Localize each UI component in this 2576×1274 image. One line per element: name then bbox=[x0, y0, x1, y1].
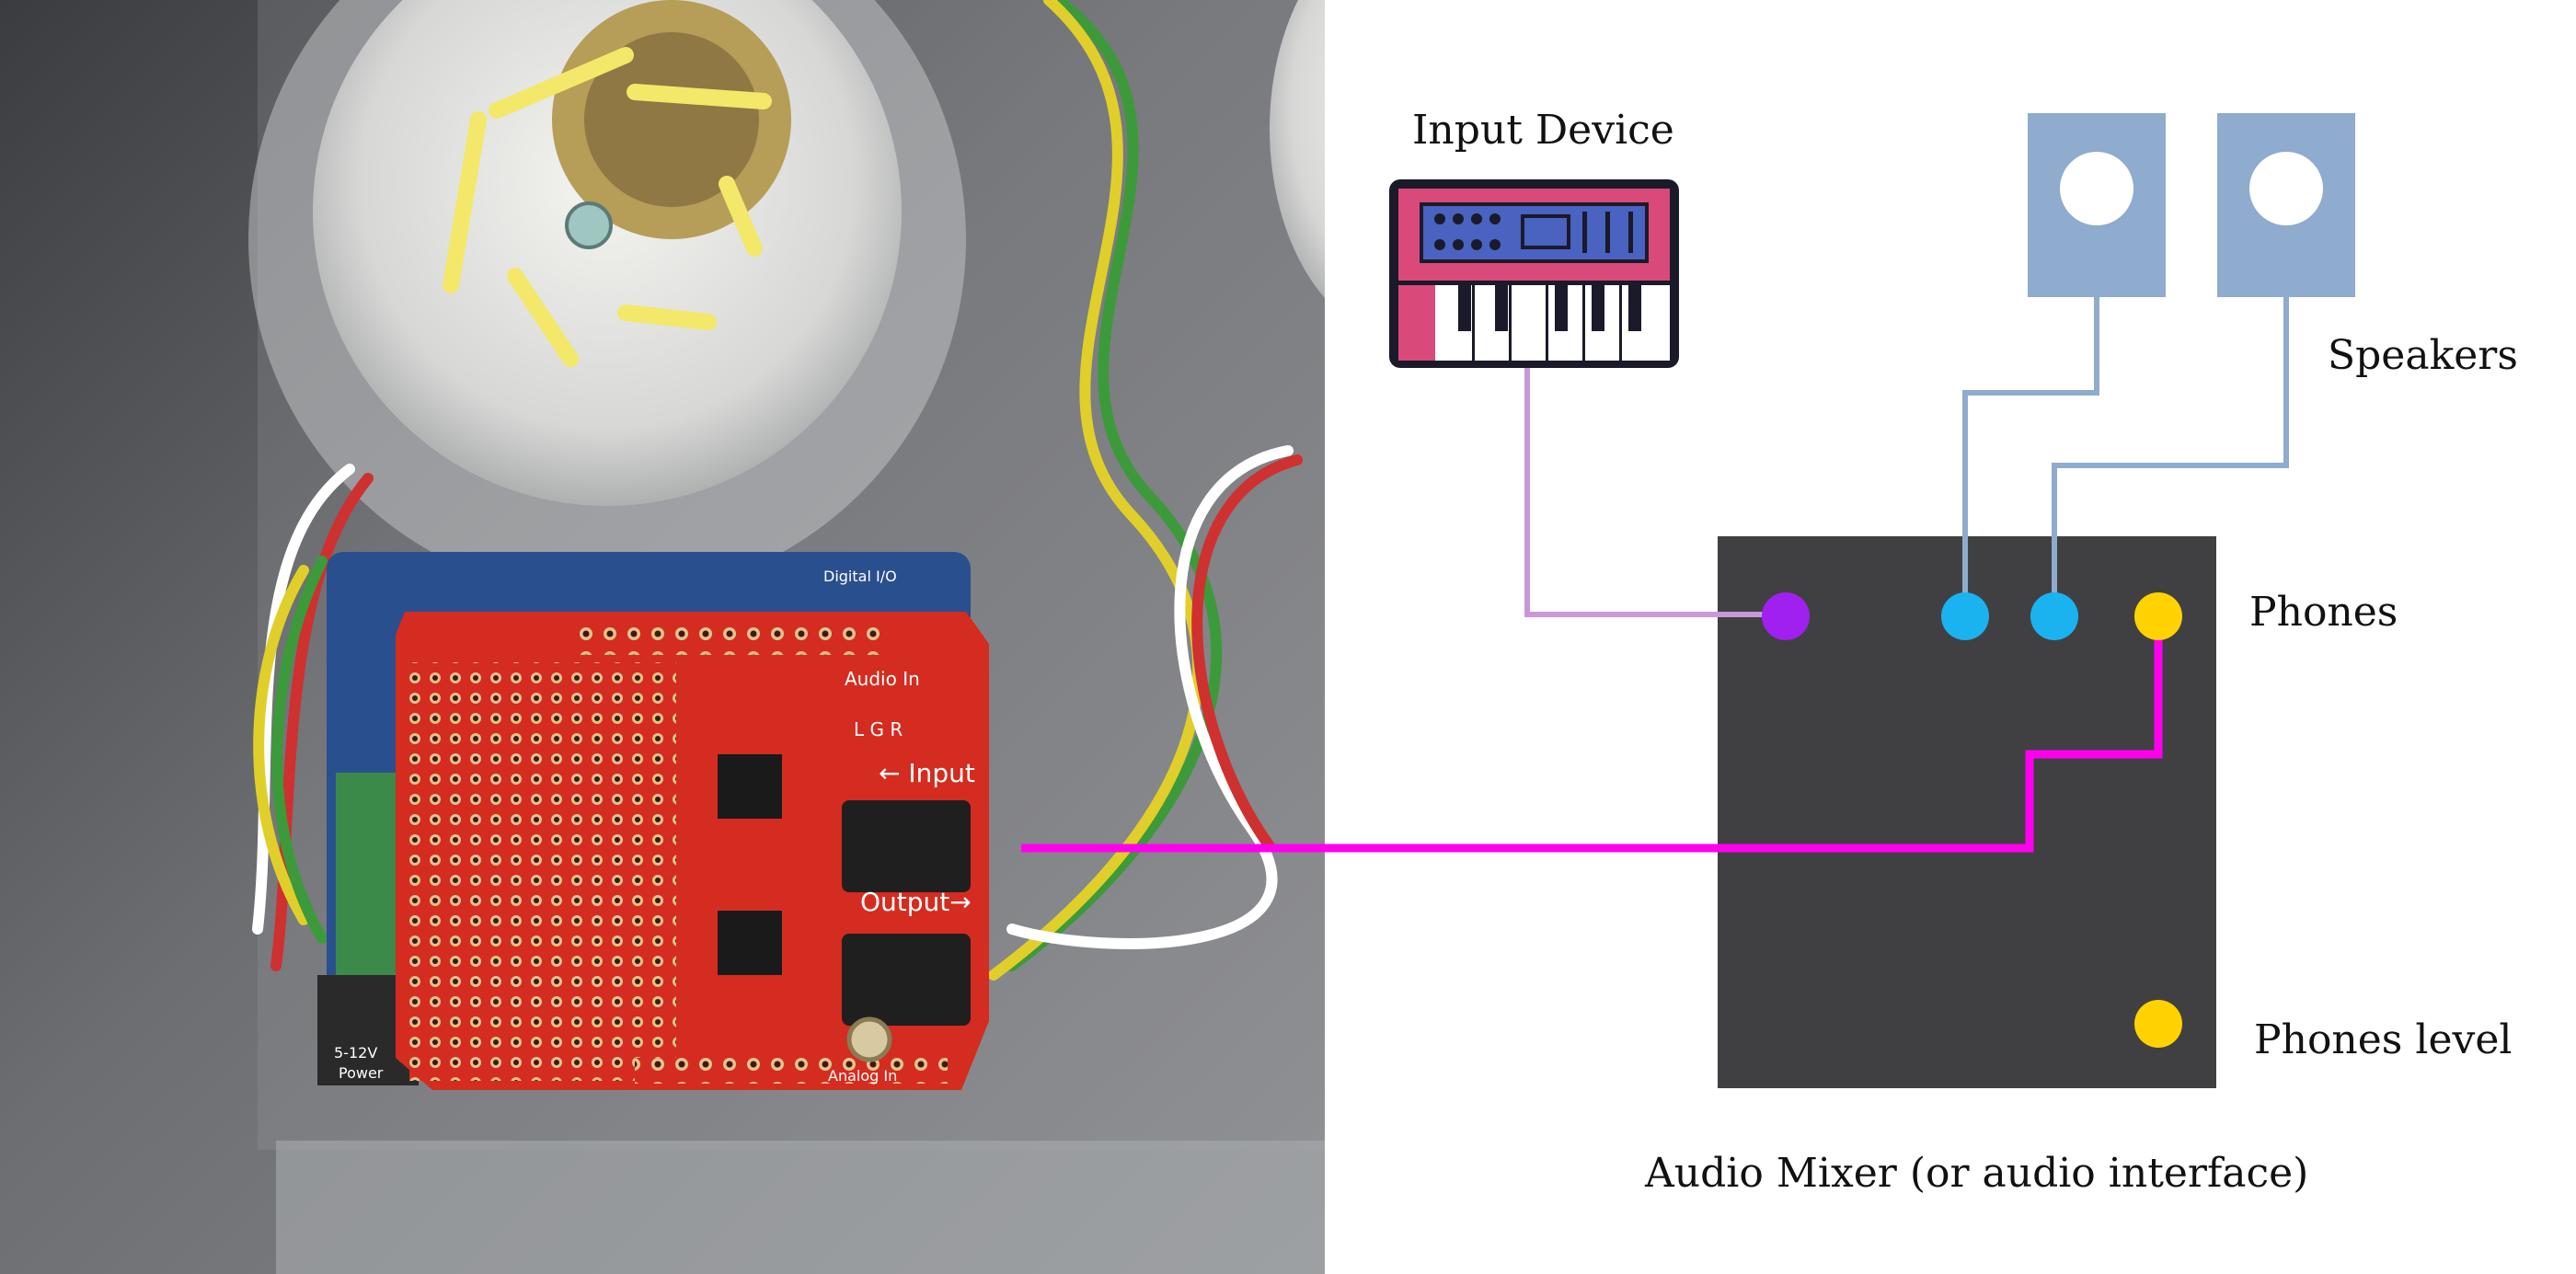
speaker-cable-right bbox=[2052, 297, 2289, 614]
arduino-audio-shield-photo: ← Input Output→ Audio In L G R 5-12V Pow… bbox=[0, 0, 1325, 1274]
mixer-caption: Audio Mixer (or audio interface) bbox=[1645, 1150, 2309, 1197]
audio-in-silkscreen: Audio In bbox=[845, 668, 920, 690]
phones-jack[interactable] bbox=[2134, 592, 2182, 640]
phones-level-knob[interactable] bbox=[2134, 1000, 2182, 1048]
input-device-label: Input Device bbox=[1412, 107, 1674, 154]
input-device-cable bbox=[1524, 368, 1774, 617]
channels-silkscreen: L G R bbox=[854, 718, 903, 740]
output-silkscreen: Output→ bbox=[860, 887, 972, 917]
mixer-input-jack[interactable] bbox=[1762, 592, 1810, 640]
speaker-out-jack-left[interactable] bbox=[1941, 592, 1989, 640]
phones-label: Phones bbox=[2249, 589, 2398, 636]
phones-to-shield-cable bbox=[1021, 614, 2163, 853]
power-silkscreen: 5-12V bbox=[334, 1044, 377, 1062]
phones-level-label: Phones level bbox=[2254, 1016, 2513, 1063]
input-silkscreen: ← Input bbox=[879, 758, 975, 788]
speaker-cable-left bbox=[1962, 297, 2099, 614]
speakers-label: Speakers bbox=[2328, 332, 2518, 379]
speaker-icon bbox=[2028, 113, 2166, 297]
power2-silkscreen: Power bbox=[339, 1064, 384, 1082]
speaker-out-jack-right[interactable] bbox=[2030, 592, 2078, 640]
digital-io-silkscreen: Digital I/O bbox=[823, 568, 897, 585]
analog-in-silkscreen: Analog In bbox=[828, 1067, 897, 1085]
keyboard-synth-icon bbox=[1389, 179, 1679, 368]
speaker-icon bbox=[2217, 113, 2355, 297]
